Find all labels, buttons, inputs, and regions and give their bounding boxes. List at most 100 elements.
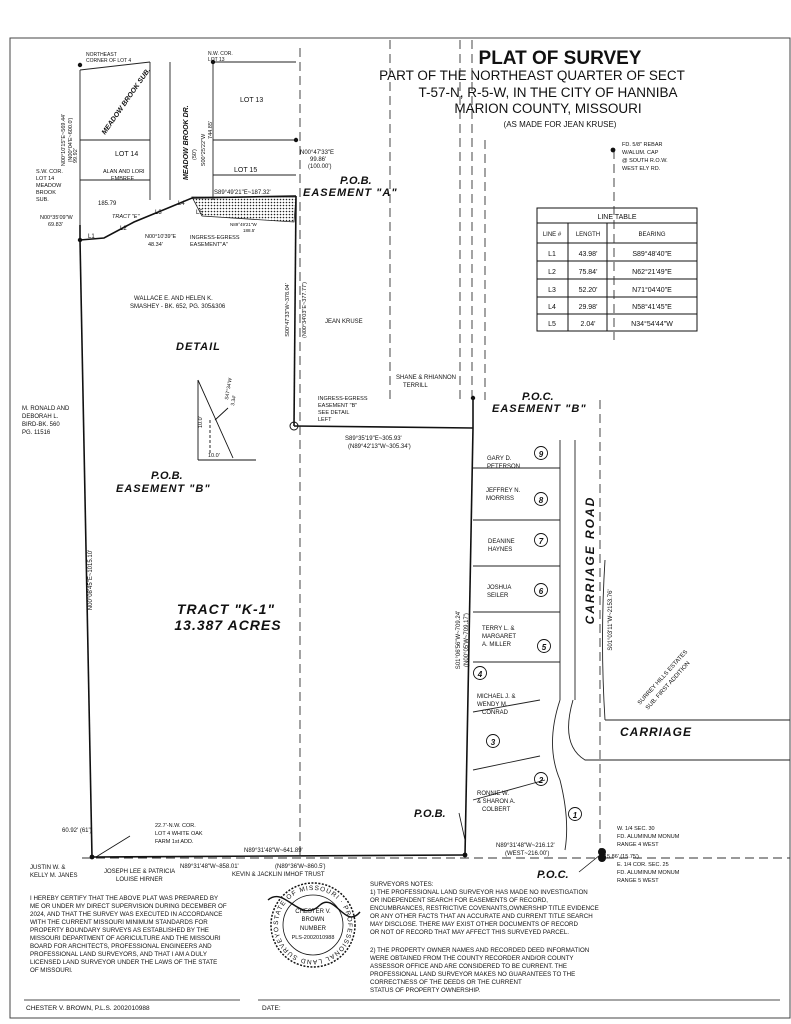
owner-label: TERRILL (403, 383, 428, 389)
lot-number-texts: 9 8 7 6 5 4 3 2 1 (477, 450, 578, 820)
tract-k1-boundary (79, 195, 474, 858)
lot-number-circle (568, 807, 582, 821)
nw-cor-lot4-label: 22.7'-N.W. COR. (155, 823, 196, 829)
distance-label: (100.00') (308, 164, 332, 170)
lot-number: 7 (539, 537, 544, 546)
owner-label: MICHAEL J. & (477, 694, 515, 700)
bearing-label: N00°35'09"W (40, 215, 74, 221)
lot-number-circle (486, 734, 500, 748)
distance-label: 185.79 (98, 201, 117, 207)
carriage-road-label-2: CARRIAGE (620, 725, 692, 739)
seal-name: CHESTER V. (295, 909, 331, 915)
bearing-label: S89°49'21"E~187.32' (214, 190, 271, 196)
certification-block: I HEREBY CERTIFY THAT THE ABOVE PLAT WAS… (30, 895, 227, 974)
bearing-label: N89°31'48"W~641.89' (244, 848, 303, 854)
owner-label: MORRISS (486, 496, 514, 502)
line-table-cell: S89°48'40"E (632, 250, 672, 258)
owner-label: GARY D. (487, 456, 512, 462)
sw-cor-label: SUB. (36, 197, 49, 203)
line-table-header-line: LINE # (543, 232, 562, 238)
sheet-border (9, 37, 791, 1019)
west-bearing: N00°08'45"E~1015.10' (88, 550, 94, 610)
tract-k1-acres: 13.387 ACRES (174, 617, 281, 633)
w-quarter-label: RANGE 4 WEST (617, 842, 659, 848)
upper-left-labels: NORTHEAST CORNER OF LOT 4 N.W. COR. LOT … (36, 51, 397, 248)
lot-number-markers (473, 446, 582, 821)
plat-subtitle-3: MARION COUNTY, MISSOURI (454, 101, 641, 116)
lot-number: 1 (573, 811, 578, 820)
nw-cor-lot13-marker (210, 59, 216, 65)
sw-cor-label: MEADOW (36, 183, 62, 189)
owner-label: LOUISE HIRNER (116, 877, 163, 883)
signature-mark (267, 895, 361, 918)
detail-distance: 3.34' (230, 395, 238, 407)
owner-label: A. MILLER (482, 642, 512, 648)
ne-corner-marker (77, 62, 83, 68)
pob-label: P.O.B. (414, 808, 446, 820)
owner-label: KELLY M. JANES (30, 873, 77, 879)
pob-easement-b: EASEMENT "B" (116, 483, 211, 495)
corner-marker (77, 237, 83, 243)
owner-label: CONRAD (482, 710, 509, 716)
owner-label: JEFFREY N. (486, 488, 521, 494)
owner-label: ALAN AND LORI (103, 169, 145, 175)
distance-label: 69.83' (48, 222, 63, 228)
surveyor-notes: SURVEYORS NOTES: 1) THE PROFESSIONAL LAN… (370, 881, 599, 994)
east-bearing-rec: (N00°05'W~709.17') (464, 613, 470, 667)
seal-number-label: NUMBER (300, 926, 327, 932)
line-table-row: L4 29.98' N58°41'45"E (548, 303, 672, 311)
owner-label: PETERSON (487, 464, 520, 470)
owner-label: M. RONALD AND (22, 406, 70, 412)
nw-cor-lot4-label: LOT 4 WHITE OAK (155, 831, 203, 837)
ingress-b-label: INGRESS-EGRESS (318, 396, 368, 402)
owner-label: HAYNES (488, 547, 512, 553)
owner-label: COLBERT (482, 807, 511, 813)
line-table-cell: N62°21'49"E (632, 268, 672, 276)
note-line: MAY DISCLOSE. THERE MAY EXIST OTHER DOCU… (370, 921, 579, 928)
note-line: STATUS OF PROPERTY OWNERSHIP. (370, 987, 480, 994)
line-table-header-length: LENGTH (576, 232, 600, 238)
dr-width-label: (50') (192, 149, 198, 160)
monument-marker (598, 854, 606, 862)
owner-label: SEILER (487, 593, 509, 599)
ne-corner-label: CORNER OF LOT 4 (86, 58, 131, 64)
bearing-label: (WEST~216.00') (505, 851, 549, 857)
certification-line: PROPERTY BOUNDARY SURVEYS AS ESTABLISHED… (30, 927, 209, 934)
lot-13-label: LOT 13 (240, 97, 263, 104)
detail-sketch (197, 379, 256, 461)
bearing-label: S00°25'22"W (201, 133, 207, 166)
line-table-cell: N71°04'40"E (632, 286, 672, 294)
ingress-b-marker (289, 421, 299, 431)
meadow-brook-dr-label: MEADOW BROOK DR. (183, 105, 190, 180)
ne-corner-label: NORTHEAST (86, 52, 117, 58)
poc-b-marker (470, 395, 476, 401)
corner-marker (293, 137, 299, 143)
lot-number: 5 (542, 643, 547, 652)
certification-line: BOARD FOR ARCHITECTS, PROFESSIONAL ENGIN… (30, 943, 212, 950)
tract-k1-label: TRACT "K-1" (177, 601, 275, 617)
owner-label: DEANINE (488, 539, 515, 545)
distance-label: 99.92' (73, 148, 79, 163)
plat-subtitle-4: (AS MADE FOR JEAN KRUSE) (504, 120, 617, 129)
ingress-b-label: LEFT (318, 417, 332, 423)
e-quarter-label: RANGE 5 WEST (617, 878, 659, 884)
plat-subtitle-2: T-57-N, R-5-W, IN THE CITY OF HANNIBA (418, 85, 677, 100)
owner-label: MARGARET (482, 634, 516, 640)
pob-easement-b: P.O.B. (151, 470, 183, 482)
lot-number: 8 (539, 496, 544, 505)
poc-easement-b: P.O.C. (522, 391, 554, 403)
lot-number: 4 (477, 670, 483, 679)
bottom-labels: P.O.B. N89°31'48"W~216.12' (WEST~216.00'… (30, 808, 680, 884)
detail-label: DETAIL (176, 341, 221, 353)
line-table-cell: 52.20' (579, 287, 598, 294)
ingress-a-label: EASEMENT"A" (190, 242, 228, 248)
rebar-marker (610, 147, 616, 153)
note-line: OR NOT OF RECORD THAT MAY AFFECT THIS SU… (370, 929, 569, 936)
owner-label: JOSHUA (487, 585, 511, 591)
owner-label: WENDY M. (477, 702, 508, 708)
tract-e-label: TRACT "E" (112, 214, 140, 220)
plat-title: PLAT OF SURVEY (479, 48, 642, 69)
poc-label: P.O.C. (537, 869, 569, 881)
fd-rebar-label: FD. 5/8" REBAR (622, 142, 662, 148)
lot-14-label: LOT 14 (115, 151, 138, 158)
